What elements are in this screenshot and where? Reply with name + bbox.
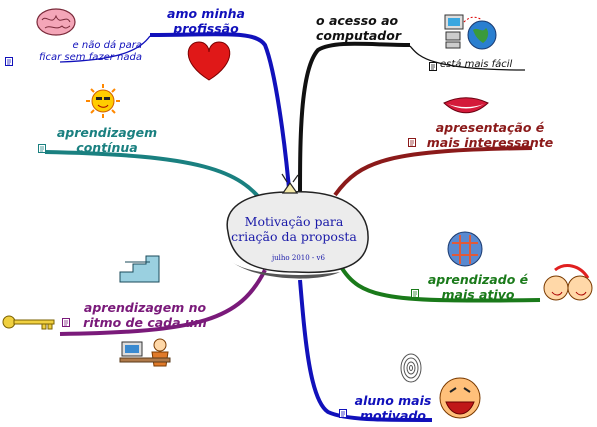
note-icon[interactable] (5, 57, 13, 66)
heart-icon (187, 41, 231, 81)
center-node-shadow (232, 262, 340, 279)
center-title-line2: criação da proposta (231, 229, 357, 244)
note-icon[interactable] (339, 409, 347, 418)
branch-line-amo (149, 32, 292, 201)
laughing-face-icon (439, 377, 481, 419)
student-computer-icon (119, 338, 171, 367)
sub-label-acesso[interactable]: está mais fácil (440, 59, 513, 70)
note-icon[interactable] (38, 144, 46, 153)
center-title-line1: Motivação para (244, 214, 344, 229)
key-icon (2, 315, 55, 330)
sub-amo-line1: e não dá para (72, 40, 142, 51)
note-icon[interactable] (429, 62, 437, 71)
branch-label-ativo[interactable]: aprendizado é mais ativo (418, 272, 538, 302)
branch-line-apresentacao (333, 146, 533, 197)
stairs-icon (119, 255, 160, 283)
sub-line-amo (59, 35, 151, 63)
branch-label-apresentacao[interactable]: apresentação é mais interessante (420, 120, 560, 150)
branch-continua-line2: contínua (76, 140, 138, 155)
branch-ativo-line2: mais ativo (441, 287, 515, 302)
branch-ritmo-line2: ritmo de cada um (83, 315, 207, 330)
sub-line-acesso (409, 45, 526, 71)
fingerprint-icon (400, 353, 422, 383)
branch-amo-line2: profissão (173, 21, 239, 36)
branch-apresentacao-line1: apresentação é (435, 120, 545, 135)
branch-motivado-line1: aluno mais (354, 393, 432, 408)
sub-label-amo[interactable]: e não dá para ficar sem fazer nada (30, 40, 142, 64)
branch-line-acesso (298, 41, 411, 201)
branch-continua-line1: aprendizagem (56, 125, 158, 140)
sub-amo-line2: ficar sem fazer nada (39, 52, 142, 63)
branch-acesso-line1: o acesso ao (316, 13, 399, 28)
smile-lips-icon (443, 97, 489, 114)
center-date: julho 2010 - v6 (272, 254, 325, 262)
branch-line-motivado (298, 279, 433, 422)
branch-apresentacao-line2: mais interessante (426, 135, 554, 150)
branch-acesso-line2: computador (316, 28, 401, 43)
puzzle-icon (447, 231, 483, 267)
sun-icon (86, 84, 120, 118)
center-title[interactable]: Motivação para criação da proposta (226, 214, 362, 244)
branch-amo-line1: amo minha (167, 6, 245, 21)
center-node[interactable] (226, 191, 369, 274)
note-icon[interactable] (408, 138, 416, 147)
branch-label-motivado[interactable]: aluno mais motivado (348, 393, 438, 423)
branch-label-continua[interactable]: aprendizagem contínua (52, 125, 162, 155)
branch-ativo-line1: aprendizado é (427, 272, 529, 287)
computer-icon (444, 14, 464, 49)
note-icon[interactable] (411, 289, 419, 298)
branch-line-ritmo (59, 269, 267, 336)
tie-icon (281, 173, 299, 194)
branch-label-acesso[interactable]: o acesso ao computador (316, 13, 401, 43)
note-icon[interactable] (62, 318, 70, 327)
globe-icon (463, 16, 497, 50)
branch-motivado-line2: motivado (360, 408, 426, 423)
branch-ritmo-line1: aprendizagem no (83, 300, 207, 315)
branch-label-ritmo[interactable]: aprendizagem no ritmo de cada um (70, 300, 220, 330)
brain-icon (36, 8, 76, 36)
faces-icon (543, 264, 593, 301)
branch-line-ativo (338, 264, 541, 303)
branch-line-continua (44, 150, 267, 207)
branch-label-amo[interactable]: amo minha profissão (156, 6, 256, 36)
